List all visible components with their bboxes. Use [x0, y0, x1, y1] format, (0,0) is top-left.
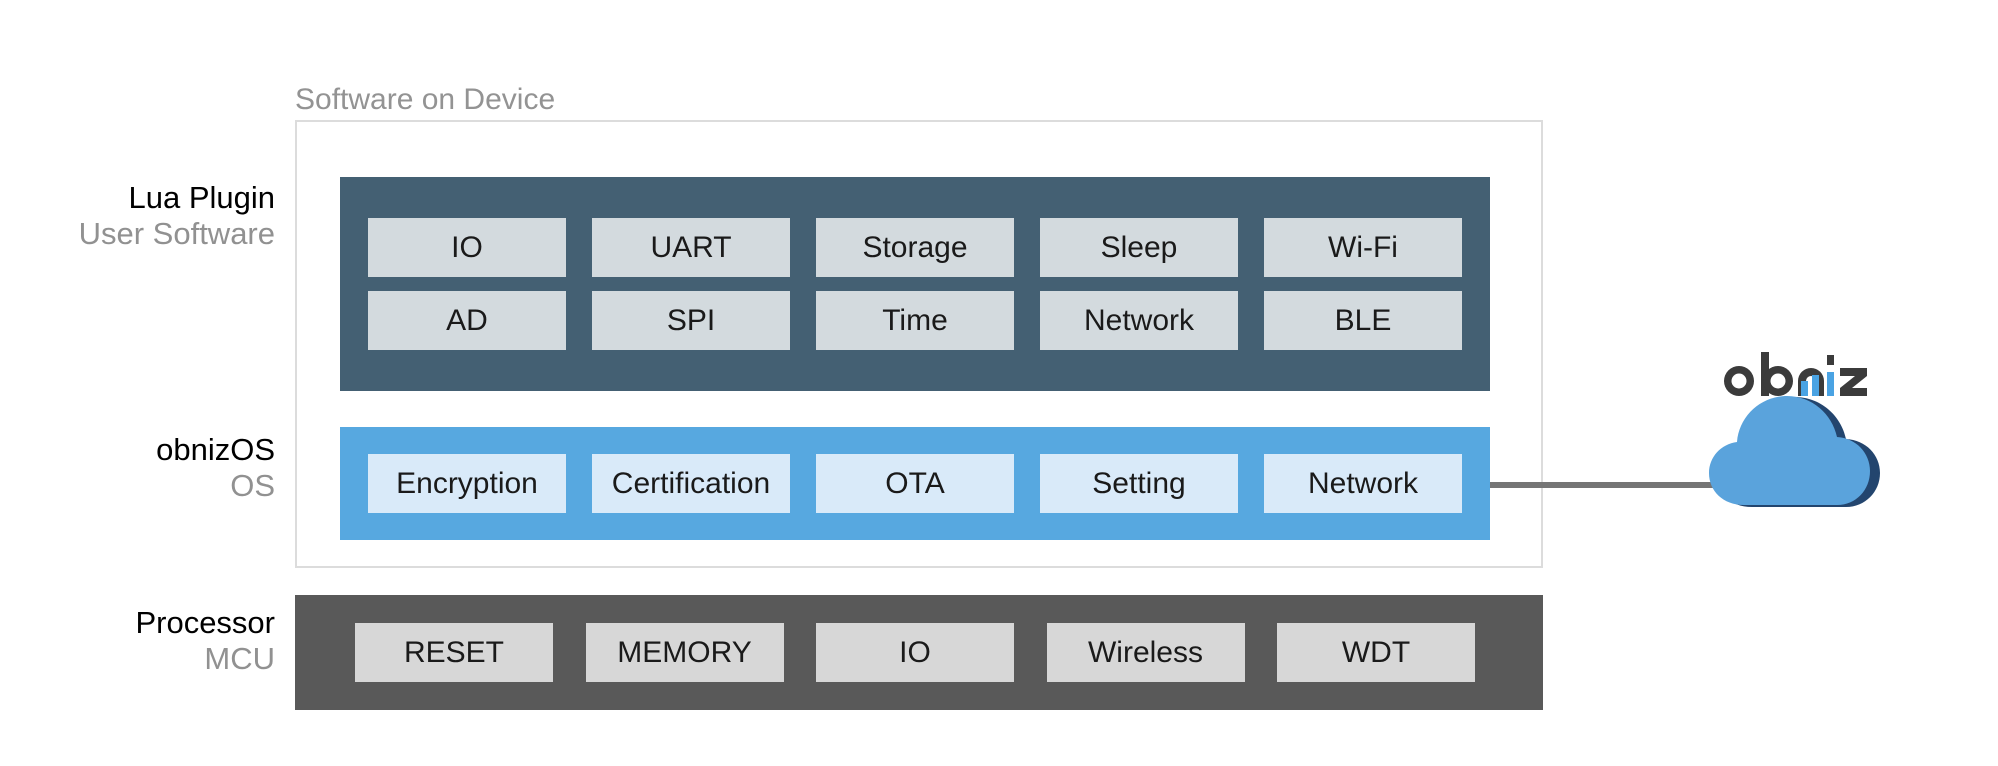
layer-label-sub: OS	[35, 468, 275, 504]
chip-storage[interactable]: Storage	[816, 218, 1014, 277]
chip-io[interactable]: IO	[368, 218, 566, 277]
chip-spi[interactable]: SPI	[592, 291, 790, 350]
chip-time[interactable]: Time	[816, 291, 1014, 350]
layer-band-obnizos: Encryption Certification OTA Setting Net…	[340, 427, 1490, 540]
layer-label-obnizos: obnizOS OS	[35, 432, 275, 503]
layer-label-lua-plugin: Lua Plugin User Software	[35, 180, 275, 251]
chip-network[interactable]: Network	[1040, 291, 1238, 350]
chip-setting[interactable]: Setting	[1040, 454, 1238, 513]
layer-label-main: obnizOS	[35, 432, 275, 468]
chip-row: Encryption Certification OTA Setting Net…	[368, 454, 1462, 513]
chip-wifi[interactable]: Wi-Fi	[1264, 218, 1462, 277]
obniz-cloud-icon	[1690, 345, 1890, 545]
layer-label-sub: User Software	[35, 216, 275, 252]
section-title: Software on Device	[295, 83, 555, 117]
chip-memory[interactable]: MEMORY	[586, 623, 784, 682]
layer-label-main: Lua Plugin	[35, 180, 275, 216]
chip-mcu-io[interactable]: IO	[816, 623, 1014, 682]
chip-wireless[interactable]: Wireless	[1047, 623, 1245, 682]
chip-row: RESET MEMORY IO Wireless WDT	[355, 623, 1475, 682]
chip-ad[interactable]: AD	[368, 291, 566, 350]
chip-reset[interactable]: RESET	[355, 623, 553, 682]
chip-encryption[interactable]: Encryption	[368, 454, 566, 513]
chip-uart[interactable]: UART	[592, 218, 790, 277]
layer-band-processor: RESET MEMORY IO Wireless WDT	[295, 595, 1543, 710]
chip-sleep[interactable]: Sleep	[1040, 218, 1238, 277]
chip-certification[interactable]: Certification	[592, 454, 790, 513]
chip-ble[interactable]: BLE	[1264, 291, 1462, 350]
chip-os-network[interactable]: Network	[1264, 454, 1462, 513]
chip-row: IO UART Storage Sleep Wi-Fi	[368, 218, 1462, 277]
chip-wdt[interactable]: WDT	[1277, 623, 1475, 682]
chip-row: AD SPI Time Network BLE	[368, 291, 1462, 350]
layer-label-processor: Processor MCU	[35, 605, 275, 676]
layer-label-main: Processor	[35, 605, 275, 641]
chip-ota[interactable]: OTA	[816, 454, 1014, 513]
layer-band-lua-plugin: IO UART Storage Sleep Wi-Fi AD SPI Time …	[340, 177, 1490, 391]
layer-label-sub: MCU	[35, 641, 275, 677]
